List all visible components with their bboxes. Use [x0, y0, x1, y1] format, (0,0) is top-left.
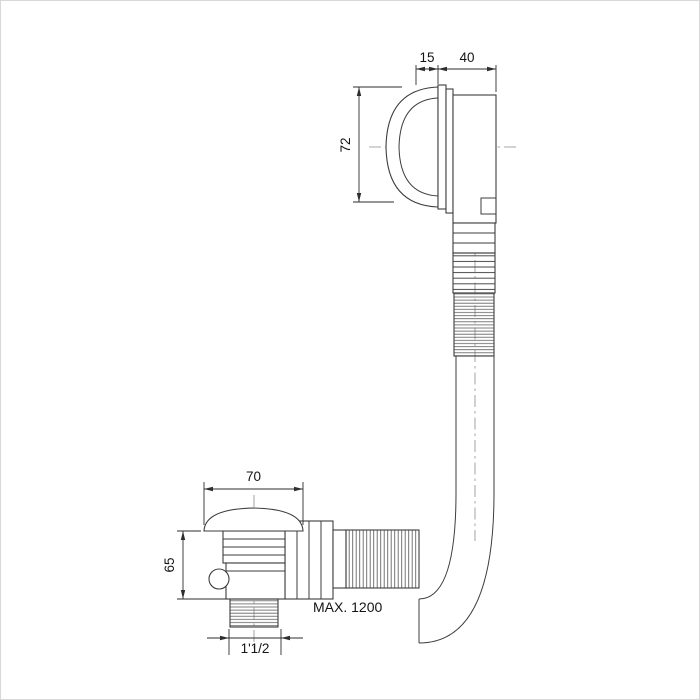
overflow-dome-cap [385, 86, 439, 208]
dim-label-72: 72 [338, 137, 353, 152]
dim-65-arrow-bottom [180, 590, 186, 599]
dim-thread-arrow-left [220, 635, 229, 641]
overflow-trim-ring-1 [437, 84, 447, 210]
dim-thread-arrow-right [281, 635, 290, 641]
max-length-label: MAX. 1200 [313, 599, 382, 615]
outlet-pipe-plain [332, 529, 347, 589]
overflow-thread-section [453, 292, 495, 357]
hose-inner-line [418, 356, 457, 600]
overflow-dome-inner-contour [398, 97, 439, 197]
dim-72-arrow-top [356, 87, 362, 96]
dim-65: 65 [162, 530, 227, 600]
dim-label-15: 15 [419, 50, 434, 65]
dim-thread-size: 1'1/2 [207, 629, 303, 656]
dim-15-arrow-left [416, 66, 425, 72]
dim-70-arrow-right [294, 486, 303, 492]
dimensions: 15 40 72 70 [162, 50, 497, 656]
dim-label-thread-size: 1'1/2 [241, 641, 270, 656]
dim-label-40: 40 [459, 50, 474, 65]
dim-70-arrow-left [204, 486, 213, 492]
hose-outer-line [418, 356, 495, 644]
overflow-washer-stack [452, 222, 496, 254]
dim-40-arrow-left [438, 66, 447, 72]
drain-fitting [203, 507, 420, 628]
drain-cap [203, 507, 304, 532]
dim-40: 40 [438, 50, 497, 92]
overflow-locknut-ribs [452, 252, 496, 294]
dim-label-70: 70 [246, 469, 261, 484]
outlet-pipe-thread [345, 529, 420, 589]
dim-70: 70 [203, 469, 304, 525]
overflow-trim-ring-2 [445, 88, 454, 214]
dim-65-arrow-top [180, 531, 186, 540]
overflow-fitting [385, 84, 497, 357]
dim-72: 72 [338, 86, 402, 203]
drain-body [225, 562, 286, 600]
dim-15: 15 [415, 50, 439, 85]
dim-label-65: 65 [162, 557, 177, 572]
drain-tailpiece-thread [229, 598, 279, 628]
flexible-hose [418, 356, 495, 644]
drain-ball-detail [208, 568, 230, 590]
dim-40-arrow-right [487, 66, 496, 72]
overflow-body [452, 94, 497, 224]
overflow-body-notch [480, 197, 496, 215]
dim-72-arrow-bottom [356, 193, 362, 202]
dim-15-arrow-right [429, 66, 438, 72]
